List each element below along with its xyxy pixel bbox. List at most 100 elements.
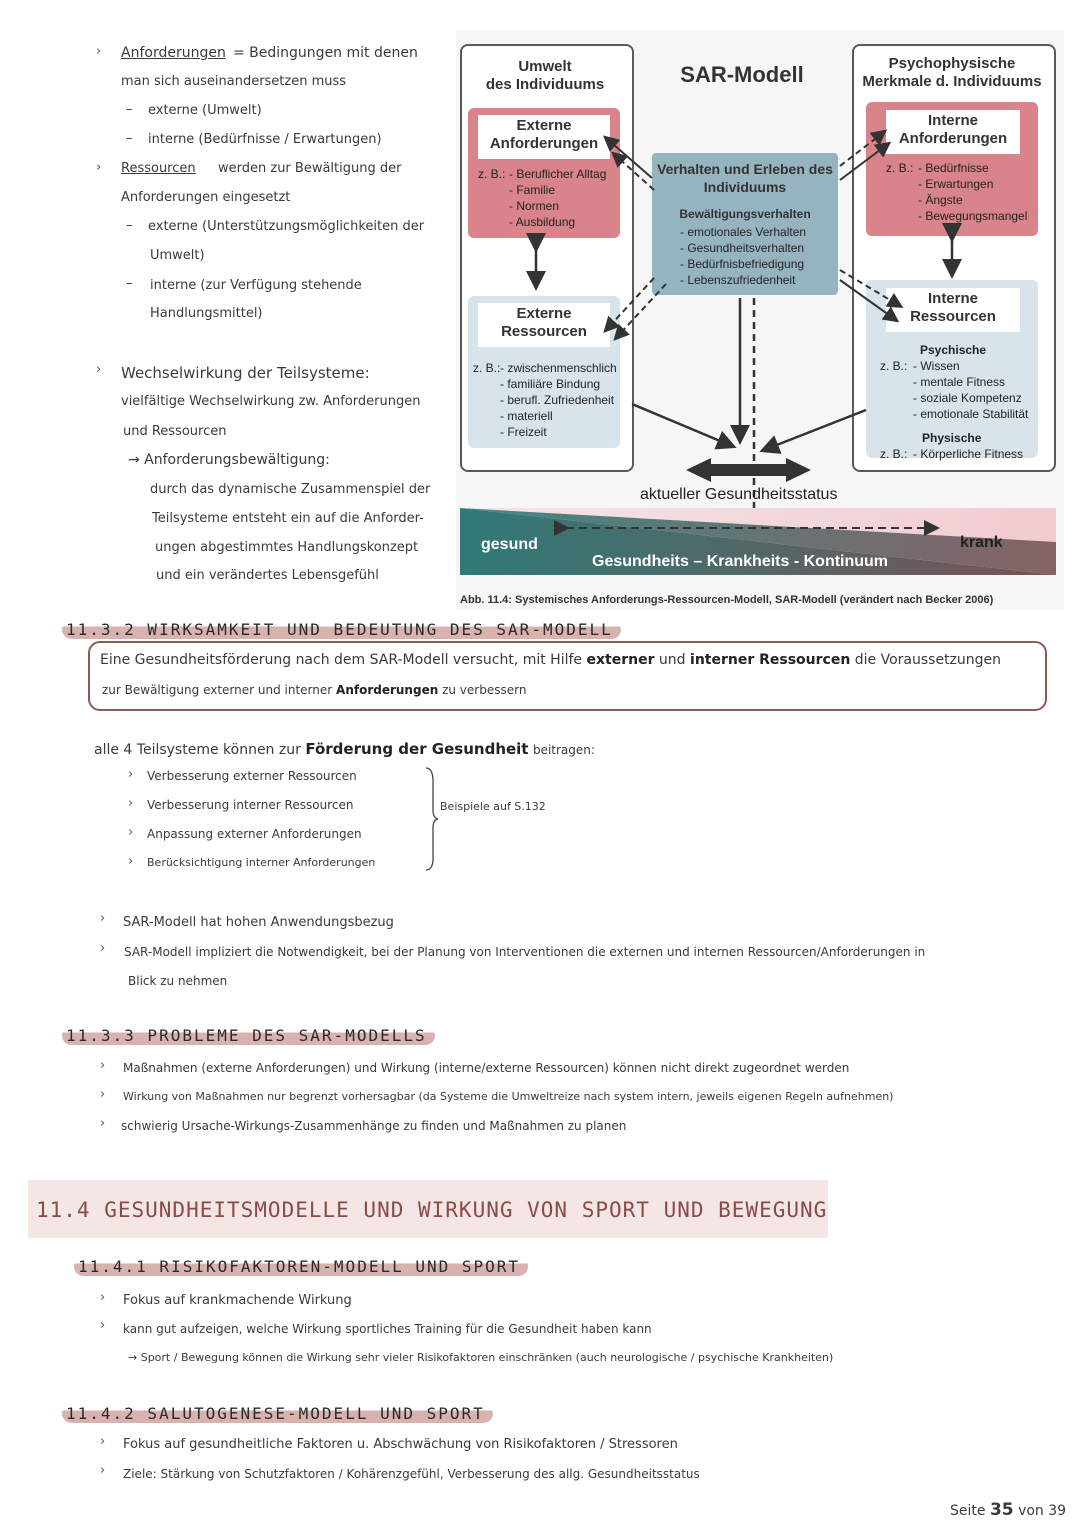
text: Seite xyxy=(950,1503,986,1519)
ext-anf-items: - Beruflicher Alltag - Familie - Normen … xyxy=(509,167,607,229)
bullet: › xyxy=(100,1463,106,1478)
text: ungen abgestimmtes Handlungskonzept xyxy=(155,540,419,555)
term-anforderungen: Anforderungen xyxy=(121,45,226,61)
bullet: › xyxy=(128,796,134,811)
bullet: › xyxy=(100,941,106,956)
text: kann gut aufzeigen, welche Wirkung sport… xyxy=(123,1322,652,1336)
text: Wechselwirkung der Teilsysteme: xyxy=(121,364,370,382)
zb-label: z. B.: xyxy=(478,167,506,181)
int-anf-items: - Bedürfnisse - Erwartungen - Ängste - B… xyxy=(918,161,1028,223)
list-item: Verbesserung externer Ressourcen xyxy=(147,769,357,783)
text: externe (Umwelt) xyxy=(148,103,262,118)
bullet: › xyxy=(128,767,134,782)
bullet: › xyxy=(100,911,106,926)
heading-1142: 11.4.2 SALUTOGENESE-MODELL UND SPORT xyxy=(62,1404,493,1423)
left-header: Umwelt des Individuums xyxy=(485,58,605,93)
heading-1132: 11.3.2 WIRKSAMKEIT UND BEDEUTUNG DES SAR… xyxy=(62,620,621,639)
text: interne (Bedürfnisse / Erwartungen) xyxy=(148,132,382,147)
bullet: › xyxy=(96,160,102,175)
zb-label: z. B.: xyxy=(880,447,908,461)
text: 35 xyxy=(989,1500,1014,1520)
text: = Bedingungen mit denen xyxy=(233,45,418,61)
text-bold: interner Ressourcen xyxy=(690,652,851,668)
text: interne (zur Verfügung stehende xyxy=(150,278,362,293)
text-bold: externer xyxy=(586,652,655,668)
alle-line: alle 4 Teilsysteme können zur Förderung … xyxy=(94,740,595,758)
text: Wirkung von Maßnahmen nur begrenzt vorhe… xyxy=(123,1090,894,1103)
text: und ein verändertes Lebensgefühl xyxy=(156,568,379,583)
right-header: Psychophysische Merkmale d. Individuums xyxy=(862,55,1042,90)
ext-res-items: - zwischenmenschlich - familiäre Bindung… xyxy=(500,361,617,439)
heading-1141: 11.4.1 RISIKOFAKTOREN-MODELL UND SPORT xyxy=(74,1257,529,1276)
center-items: - emotionales Verhalten - Gesundheitsver… xyxy=(680,225,807,287)
list-item: Verbesserung interner Ressourcen xyxy=(147,798,354,812)
int-res-title: Interne Ressourcen xyxy=(886,288,1020,332)
definition-line-1: Eine Gesundheitsförderung nach dem SAR-M… xyxy=(100,652,1001,668)
text: Maßnahmen (externe Anforderungen) und Wi… xyxy=(123,1061,850,1075)
text: und xyxy=(658,652,686,668)
zb-label: z. B.: xyxy=(880,359,908,373)
bullet: › xyxy=(100,1318,106,1333)
bullet: › xyxy=(100,1087,106,1102)
text: vielfältige Wechselwirkung zw. Anforderu… xyxy=(121,394,421,409)
text: Blick zu nehmen xyxy=(128,974,228,988)
text: man sich auseinandersetzen muss xyxy=(121,74,347,89)
bullet: › xyxy=(128,854,134,869)
dash: – xyxy=(126,276,133,291)
page-number: Seite 35 von 39 xyxy=(950,1500,1066,1520)
bullet: › xyxy=(96,362,102,377)
beispiele-note: Beispiele auf S.132 xyxy=(440,800,546,813)
text: zu verbessern xyxy=(442,683,527,697)
bullet: › xyxy=(100,1290,106,1305)
zb-label: z. B.: xyxy=(886,161,914,175)
definition-box xyxy=(88,641,1047,711)
dash: – xyxy=(126,131,133,146)
center-box xyxy=(652,153,838,295)
text: durch das dynamische Zusammenspiel der xyxy=(150,482,431,497)
bullet: › xyxy=(96,44,102,59)
dash: – xyxy=(126,102,133,117)
figure-caption: Abb. 11.4: Systemisches Anforderungs-Res… xyxy=(460,594,994,606)
heading-114: 11.4 GESUNDHEITSMODELLE UND WIRKUNG VON … xyxy=(36,1198,828,1222)
heading-1133: 11.3.3 PROBLEME DES SAR-MODELLS xyxy=(62,1026,435,1045)
bullet: › xyxy=(100,1116,106,1131)
gesund-label: gesund xyxy=(481,536,538,553)
section-bar xyxy=(28,1180,828,1238)
int-anf-title: Interne Anforderungen xyxy=(886,110,1020,154)
diagram-title: SAR-Modell xyxy=(680,62,804,87)
text: alle 4 Teilsysteme können zur xyxy=(94,742,301,758)
text: schwierig Ursache-Wirkungs-Zusammenhänge… xyxy=(121,1119,627,1133)
text: und Ressourcen xyxy=(123,424,227,439)
psych-label: Psychische xyxy=(920,343,987,357)
krank-label: krank xyxy=(960,534,1003,551)
text: Ziele: Stärkung von Schutzfaktoren / Koh… xyxy=(123,1467,700,1481)
text: Eine Gesundheitsförderung nach dem SAR-M… xyxy=(100,652,583,668)
text: die Voraussetzungen xyxy=(854,652,1002,668)
diagram-arrows xyxy=(460,129,1056,575)
text: zur Bewältigung externer und interner xyxy=(102,683,333,697)
int-res-items: - Wissen - mentale Fitness - soziale Kom… xyxy=(913,359,1029,421)
ext-res-title: Externe Ressourcen xyxy=(478,303,610,347)
text: → Anforderungsbewältigung: xyxy=(128,452,330,468)
text: Fokus auf krankmachende Wirkung xyxy=(123,1293,352,1308)
text: SAR-Modell impliziert die Notwendigkeit,… xyxy=(124,945,926,959)
phys-label: Physische xyxy=(922,431,982,445)
list-item: Berücksichtigung interner Anforderungen xyxy=(147,856,376,869)
bullet: › xyxy=(100,1058,106,1073)
text: externe (Unterstützungsmöglichkeiten der xyxy=(148,219,425,234)
text: werden zur Bewältigung der xyxy=(218,161,402,176)
ext-anf-title: Externe Anforderungen xyxy=(478,115,610,159)
text: beitragen: xyxy=(532,743,595,757)
brace xyxy=(425,767,439,871)
center-sub: Bewältigungsverhalten xyxy=(679,207,811,221)
text: von 39 xyxy=(1018,1503,1067,1519)
bullet: › xyxy=(128,825,134,840)
text: → Sport / Bewegung können die Wirkung se… xyxy=(128,1351,834,1364)
text-bold: Förderung der Gesundheit xyxy=(305,740,529,758)
phys-item: - Körperliche Fitness xyxy=(913,447,1024,461)
text: Anforderungen eingesetzt xyxy=(121,190,291,205)
list-item: Anpassung externer Anforderungen xyxy=(147,827,362,841)
zb-label: z. B.: xyxy=(473,361,501,375)
status-label: aktueller Gesundheitsstatus xyxy=(640,486,838,503)
definition-line-2: zur Bewältigung externer und interner An… xyxy=(102,683,526,697)
